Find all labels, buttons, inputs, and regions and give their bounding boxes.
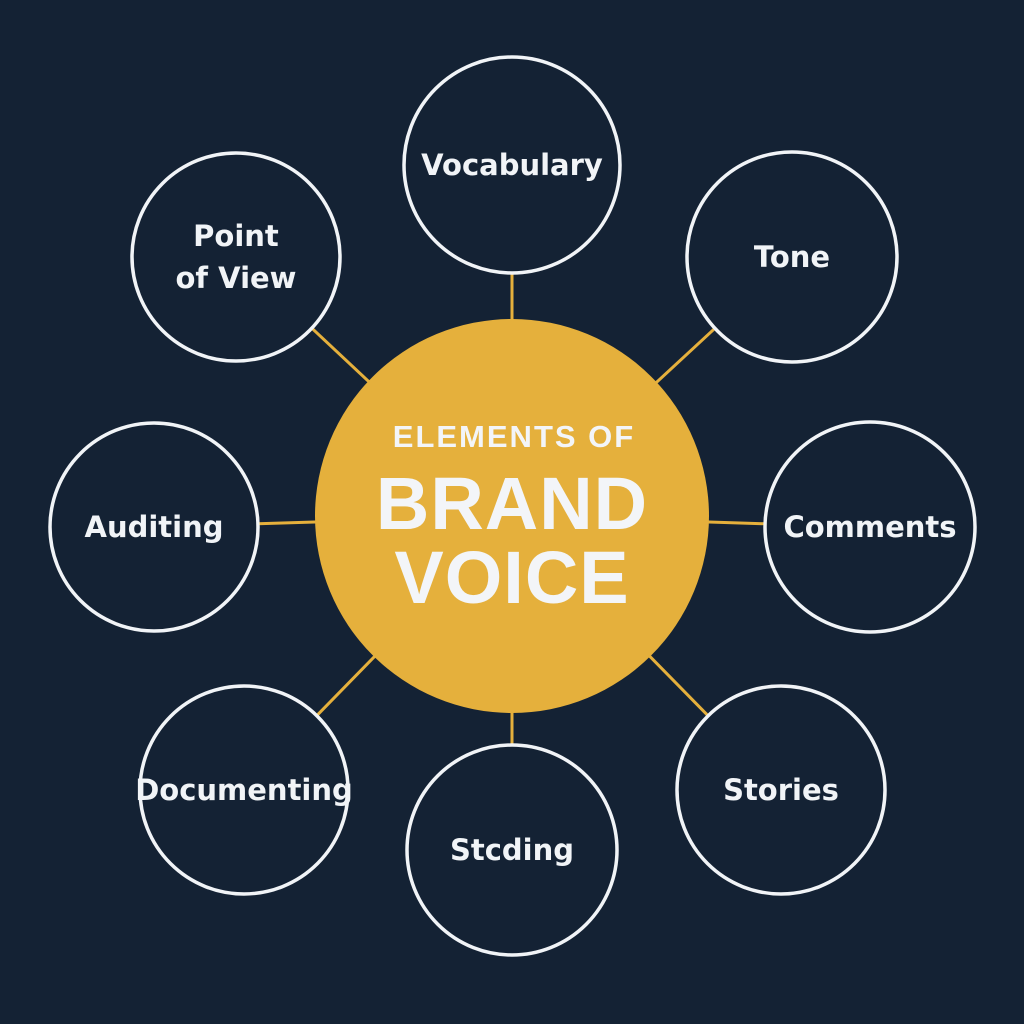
hub: ELEMENTS OF BRAND VOICE — [315, 319, 709, 713]
node-label: Documenting — [135, 773, 353, 807]
node-vocabulary: Vocabulary — [402, 55, 622, 275]
connectors — [257, 273, 766, 745]
node-label: Point — [193, 219, 279, 253]
node-label: Stcding — [450, 833, 574, 867]
node-circle — [130, 151, 342, 363]
node-circle — [405, 743, 619, 957]
connector-line — [315, 652, 379, 717]
connector-line — [704, 520, 766, 526]
node-point-of-view: Point of View — [130, 151, 342, 363]
node-stcding: Stcding — [405, 743, 619, 957]
connector-line — [652, 327, 716, 387]
node-label: Comments — [783, 510, 956, 544]
node-label: Vocabulary — [421, 148, 603, 182]
hub-title-line1: ELEMENTS OF — [393, 419, 635, 454]
connector-line — [310, 327, 373, 386]
node-tone: Tone — [685, 150, 899, 364]
node-comments: Comments — [763, 420, 977, 634]
node-auditing: Auditing — [48, 421, 260, 633]
node-circle — [48, 421, 260, 633]
node-circle — [402, 55, 622, 275]
connector-line — [646, 652, 710, 717]
node-label: of View — [176, 261, 297, 295]
connector-line — [257, 520, 320, 526]
node-circle — [685, 150, 899, 364]
hub-circle — [315, 319, 709, 713]
node-documenting: Documenting — [135, 684, 353, 896]
node-circle — [138, 684, 350, 896]
node-label: Tone — [754, 240, 830, 274]
node-circle — [763, 420, 977, 634]
hub-title-line2: BRAND — [376, 462, 648, 545]
hub-title-line3: VOICE — [394, 536, 629, 619]
node-label: Auditing — [85, 510, 224, 544]
node-stories: Stories — [675, 684, 887, 896]
node-circle — [675, 684, 887, 896]
node-label: Stories — [723, 773, 839, 807]
